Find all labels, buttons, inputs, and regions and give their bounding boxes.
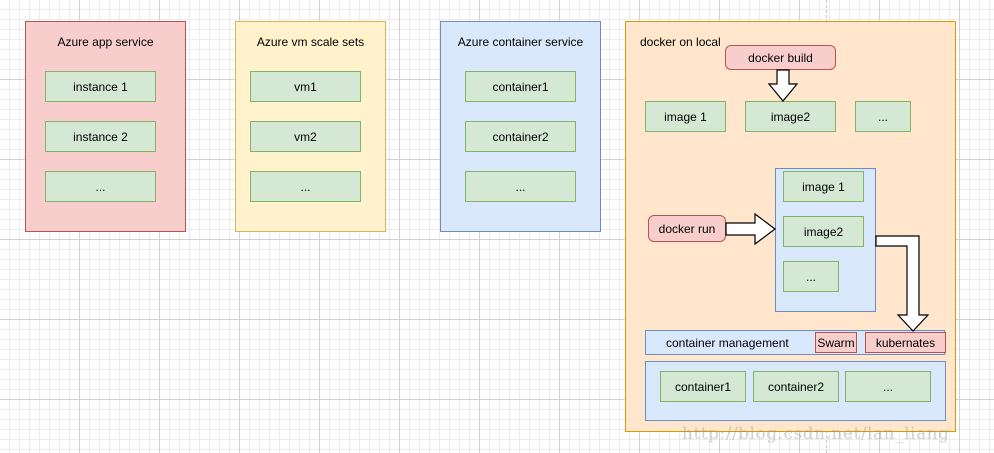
run-arrow <box>725 212 776 246</box>
local-container1-box[interactable]: container1 <box>660 371 746 402</box>
top-image2-box[interactable]: image2 <box>745 101 836 132</box>
container2-box[interactable]: container2 <box>465 121 576 152</box>
group-image-more-box[interactable]: ... <box>783 261 839 292</box>
local-container-more-box[interactable]: ... <box>845 371 931 402</box>
container-management-label: container management <box>666 336 789 350</box>
docker-run-button[interactable]: docker run <box>648 215 726 242</box>
container-more-box[interactable]: ... <box>465 171 576 202</box>
azure-vm-scale-sets-title: Azure vm scale sets <box>256 35 365 49</box>
swarm-box[interactable]: Swarm <box>815 332 857 353</box>
top-image-more-box[interactable]: ... <box>855 101 911 132</box>
docker-local-title: docker on local <box>640 35 721 49</box>
kubernates-box[interactable]: kubernates <box>865 332 946 353</box>
instance-2-box[interactable]: instance 2 <box>45 121 156 152</box>
kubernates-arrow <box>875 235 930 332</box>
group-image2-box[interactable]: image2 <box>783 216 864 247</box>
top-image-1-box[interactable]: image 1 <box>645 101 726 132</box>
instance-1-box[interactable]: instance 1 <box>45 71 156 102</box>
instance-more-box[interactable]: ... <box>45 171 156 202</box>
group-image-1-box[interactable]: image 1 <box>783 171 864 202</box>
azure-container-service-title: Azure container service <box>457 35 584 49</box>
vm-more-box[interactable]: ... <box>250 171 361 202</box>
azure-app-service-title: Azure app service <box>57 35 154 49</box>
vm2-box[interactable]: vm2 <box>250 121 361 152</box>
build-arrow <box>767 69 799 102</box>
vm1-box[interactable]: vm1 <box>250 71 361 102</box>
container1-box[interactable]: container1 <box>465 71 576 102</box>
watermark-text: http://blog.csdn.net/lan_liang <box>682 424 950 444</box>
local-container2-box[interactable]: container2 <box>753 371 839 402</box>
